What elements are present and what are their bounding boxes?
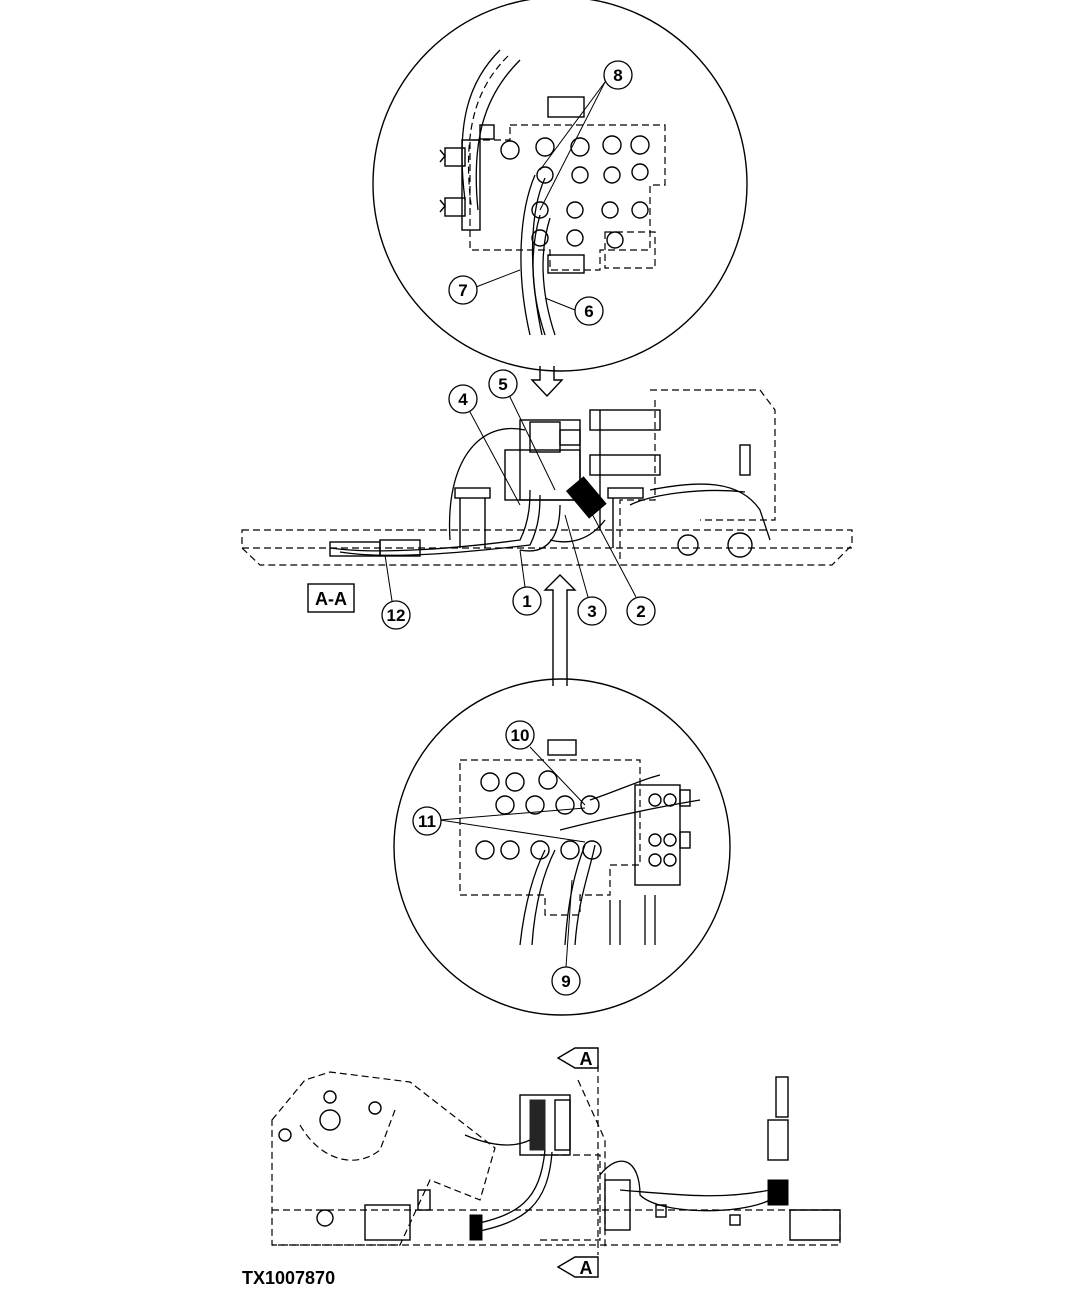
callout-7: 7 (458, 281, 467, 300)
callout-4: 4 (458, 390, 468, 409)
callout-2: 2 (636, 602, 645, 621)
view-arrow-bottom (543, 574, 577, 686)
callout-5: 5 (498, 375, 507, 394)
callout-12: 12 (387, 606, 406, 625)
callout-8: 8 (613, 66, 622, 85)
callout-9: 9 (561, 972, 570, 991)
section-a-a-view: 4 5 1 3 2 12 A-A (241, 369, 853, 630)
view-arrow-top (530, 366, 564, 398)
callout-6: 6 (584, 302, 593, 321)
top-detail-view: 8 7 6 (372, 0, 748, 372)
callout-10: 10 (511, 726, 530, 745)
callout-1: 1 (522, 592, 531, 611)
section-label: A-A (315, 589, 347, 609)
figure-reference-number: TX1007870 (242, 1268, 335, 1288)
callout-3: 3 (587, 602, 596, 621)
side-view: A A (271, 1047, 841, 1278)
section-marker-top: A (580, 1049, 593, 1069)
section-marker-bottom: A (580, 1258, 593, 1278)
bottom-detail-view: 10 11 9 (393, 678, 731, 1016)
callout-11: 11 (418, 812, 436, 831)
